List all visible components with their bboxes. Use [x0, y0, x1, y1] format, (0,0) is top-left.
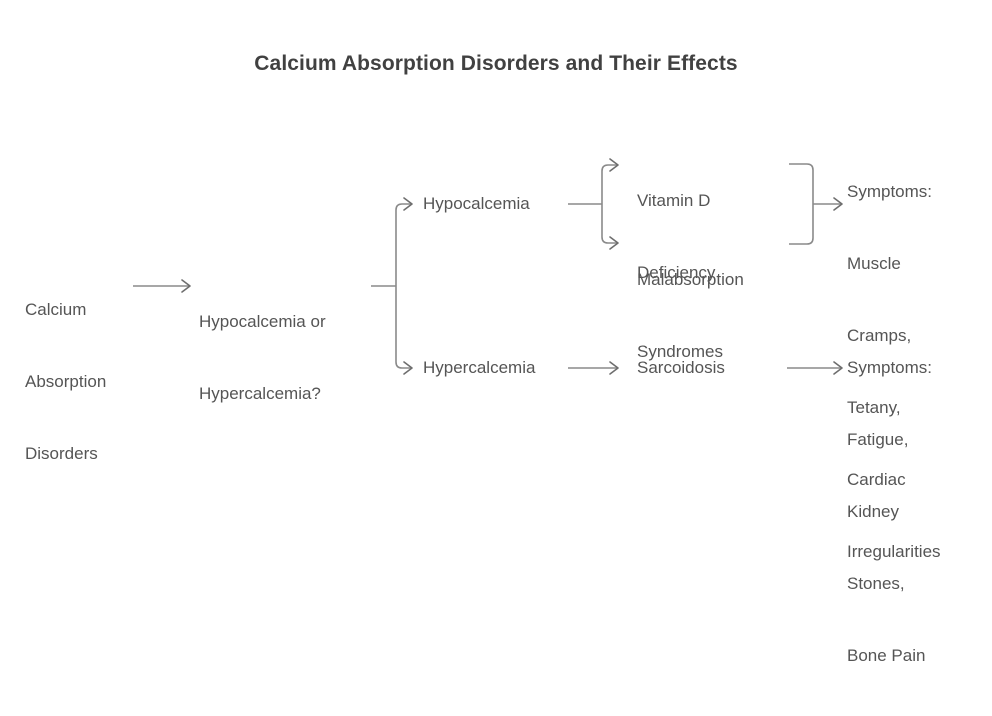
node-line: Fatigue, [847, 430, 909, 449]
node-line: Bone Pain [847, 646, 926, 665]
node-line: Sarcoidosis [637, 358, 725, 377]
node-line: Hypercalcemia? [199, 384, 321, 403]
node-hypercalcemia-symptoms[interactable]: Symptoms: Fatigue, Kidney Stones, Bone P… [847, 308, 932, 716]
node-line: Syndromes [637, 342, 723, 361]
node-line: Absorption [25, 372, 107, 391]
node-line: Hypocalcemia [423, 194, 530, 213]
page-title: Calcium Absorption Disorders and Their E… [254, 52, 738, 75]
node-line: Malabsorption [637, 270, 744, 289]
node-line: Symptoms: [847, 182, 933, 201]
node-line: Stones, [847, 574, 905, 593]
edge-hypocalcemia-to-causes [568, 158, 619, 250]
node-line: Tetany, [847, 398, 901, 417]
node-line: Hypercalcemia [423, 358, 536, 377]
node-hypocalcemia[interactable]: Hypocalcemia [423, 144, 530, 264]
node-line: Disorders [25, 444, 98, 463]
node-malabsorption-syndromes[interactable]: Malabsorption Syndromes [637, 220, 744, 412]
edge-decision-split [371, 197, 413, 375]
node-vitamin-d-deficiency[interactable]: Vitamin D Deficiency [637, 141, 715, 333]
node-calcium-absorption-disorders[interactable]: Calcium Absorption Disorders [25, 250, 106, 514]
node-line: Deficiency [637, 263, 716, 282]
edge-causes-merge-to-symptoms [789, 163, 843, 245]
edge-start-to-decision [133, 279, 191, 293]
edge-sarcoidosis-to-symptoms [787, 361, 843, 375]
node-line: Muscle [847, 254, 901, 273]
node-line: Calcium [25, 300, 87, 319]
node-line: Kidney [847, 502, 899, 521]
node-sarcoidosis[interactable]: Sarcoidosis [637, 308, 725, 428]
node-line: Hypocalcemia or [199, 312, 326, 331]
flowchart-diagram: Calcium Absorption Disorders and Their E… [25, 52, 941, 665]
edge-hypercalcemia-to-sarcoidosis [568, 361, 619, 375]
node-line: Symptoms: [847, 358, 933, 377]
node-line: Cramps, [847, 326, 912, 345]
node-hypercalcemia[interactable]: Hypercalcemia [423, 308, 535, 428]
node-decision-hypo-or-hypercalcemia[interactable]: Hypocalcemia or Hypercalcemia? [199, 262, 326, 454]
node-line: Vitamin D [637, 191, 711, 210]
